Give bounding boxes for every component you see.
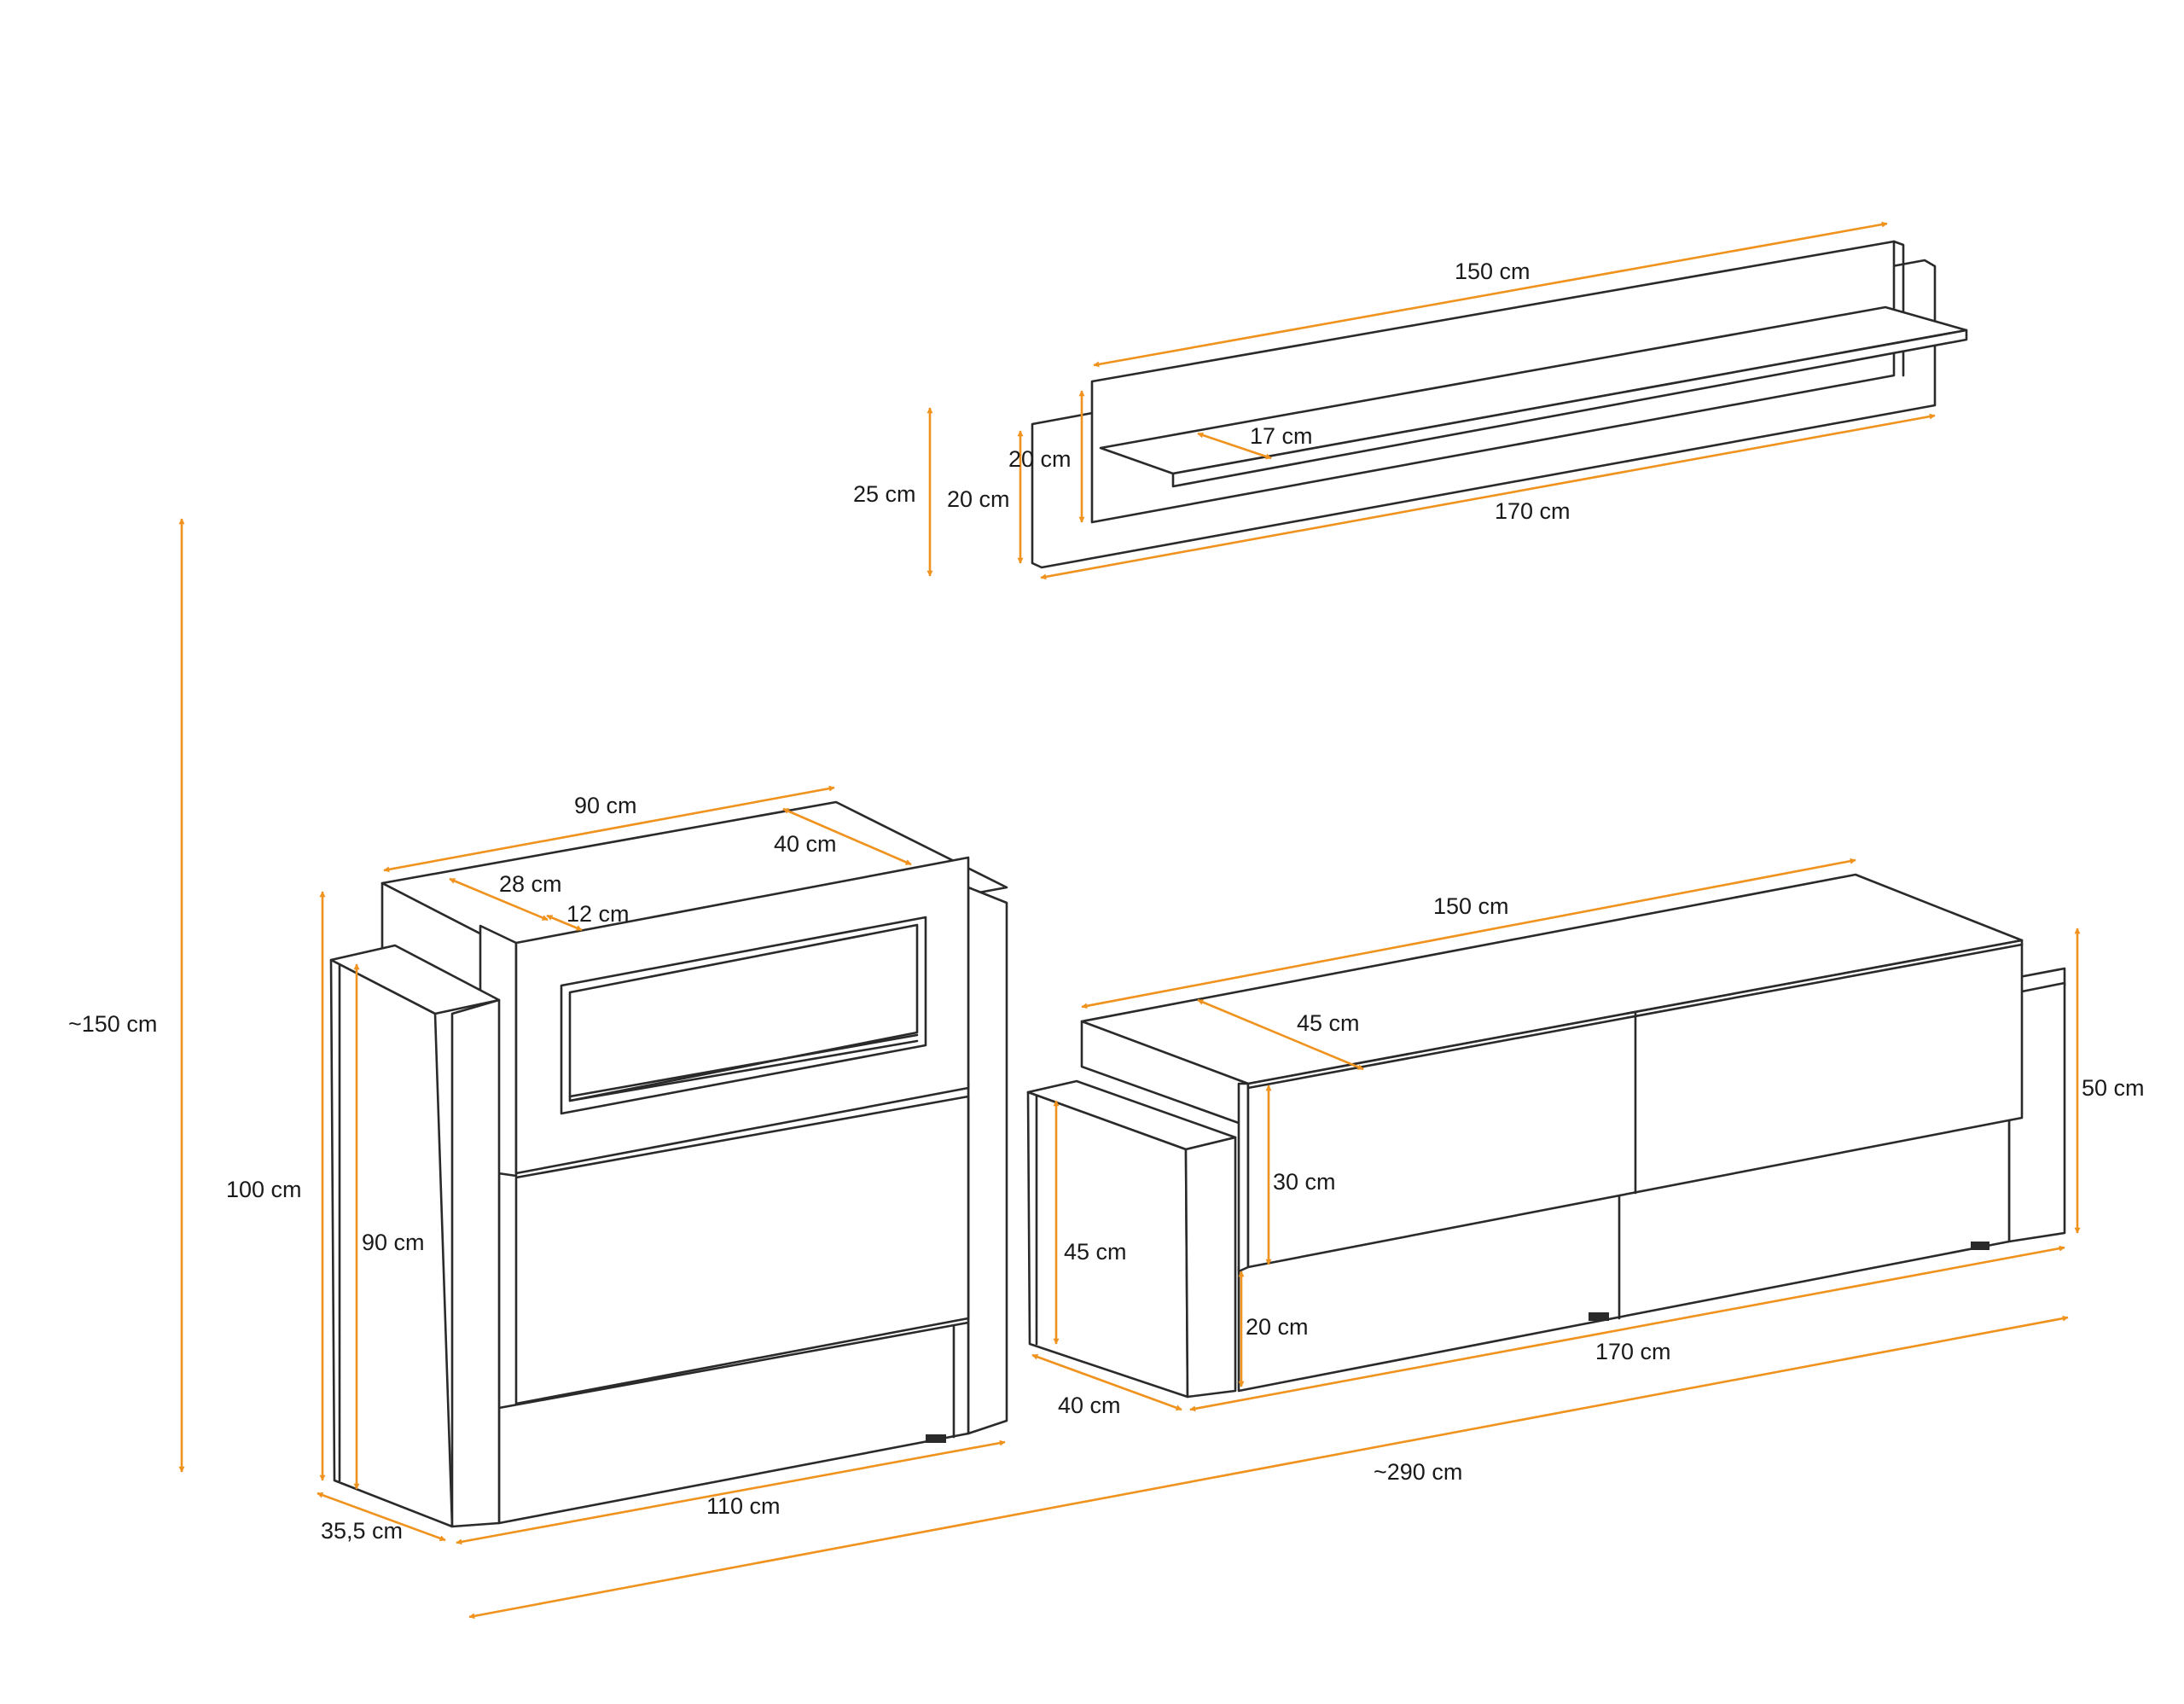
label-shelf-depth: 17 cm	[1250, 423, 1313, 449]
label-total-height: ~150 cm	[68, 1011, 157, 1037]
label-shelf-front-height: 20 cm	[1008, 446, 1072, 472]
label-fire-side-height: 90 cm	[362, 1230, 425, 1255]
tv-front-top-edge	[1246, 943, 2024, 1090]
label-fire-base-width: 110 cm	[706, 1493, 781, 1519]
label-fire-side-depth: 28 cm	[499, 871, 562, 897]
fire-left-front	[450, 998, 501, 1528]
fire-burner-line	[568, 1033, 919, 1098]
label-total-width: ~290 cm	[1374, 1459, 1462, 1485]
label-tv-total-height: 50 cm	[2082, 1075, 2145, 1101]
label-tv-top-width: 150 cm	[1433, 893, 1509, 919]
dim-tv-bottom-width-line	[1189, 1245, 2065, 1412]
fire-opening-inner	[568, 923, 919, 1102]
label-tv-depth: 45 cm	[1297, 1010, 1360, 1036]
label-shelf-bottom-width: 170 cm	[1495, 498, 1571, 524]
dim-fire-side-depth-line	[449, 877, 549, 922]
dim-shelf-depth-line	[1197, 432, 1272, 460]
dim-shelf-bottom-width-line	[1040, 413, 1936, 580]
dim-fire-depth-line	[782, 807, 912, 866]
label-tv-bottom-width: 170 cm	[1595, 1339, 1671, 1364]
dim-tv-side-depth-line	[1031, 1353, 1182, 1411]
fire-foot	[926, 1434, 946, 1443]
label-fire-side-width: 35,5 cm	[321, 1518, 403, 1544]
tv-foot-right	[1971, 1242, 1989, 1250]
label-tv-leg-height: 20 cm	[1246, 1314, 1309, 1340]
tv-left-front	[1184, 1136, 1237, 1399]
label-shelf-back-height: 20 cm	[947, 486, 1010, 512]
label-tv-front-height: 30 cm	[1273, 1169, 1336, 1195]
dim-tv-top-width-line	[1081, 858, 1856, 1009]
dim-fire-frame-depth-line	[546, 914, 583, 932]
label-shelf-top-width: 150 cm	[1455, 259, 1531, 284]
fire-right-box	[967, 886, 1008, 1435]
label-fire-top-width: 90 cm	[574, 793, 637, 818]
fireplace-cabinet-drawing	[329, 800, 1008, 1528]
label-tv-side-height: 45 cm	[1064, 1239, 1127, 1265]
tv-board-drawing	[1026, 873, 2066, 1399]
dimension-labels: ~150 cm ~290 cm 150 cm 170 cm 17 cm 20 c…	[68, 259, 2145, 1544]
label-shelf-total-height: 25 cm	[853, 481, 916, 507]
label-tv-side-depth: 40 cm	[1058, 1393, 1121, 1418]
dim-tv-depth-line	[1197, 998, 1364, 1071]
dim-fire-base-width-line	[456, 1439, 1006, 1545]
fire-burner-line-2	[568, 1039, 919, 1102]
dimension-lines	[178, 221, 2081, 1620]
dim-shelf-top-width-line	[1093, 221, 1888, 368]
dim-fire-side-width-line	[317, 1492, 446, 1542]
label-fire-total-height: 100 cm	[226, 1177, 302, 1202]
tv-foot	[1589, 1312, 1609, 1321]
tv-upper-side	[1237, 1082, 1250, 1273]
label-fire-frame-depth: 12 cm	[566, 901, 630, 927]
label-fire-depth: 40 cm	[774, 831, 837, 857]
dim-fire-top-width-line	[383, 785, 835, 873]
